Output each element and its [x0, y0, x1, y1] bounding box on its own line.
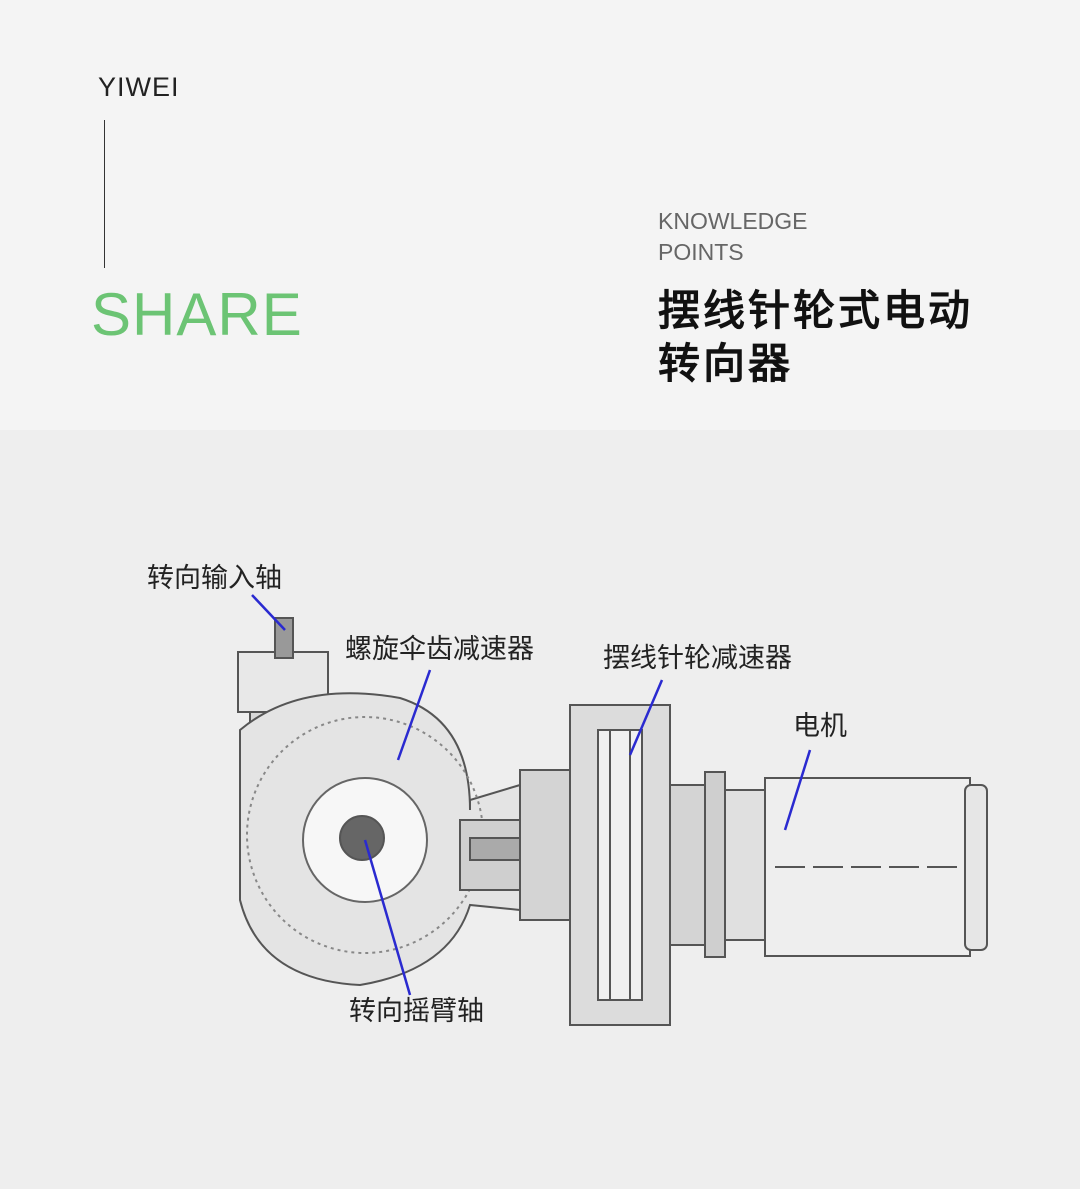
brand-name: YIWEI	[98, 72, 180, 102]
header-panel: YIWEI SHARE KNOWLEDGE POINTS 摆线针轮式电动 转向器	[0, 0, 1080, 430]
label-pitman-shaft: 转向摇臂轴	[349, 996, 484, 1027]
input-shaft	[274, 617, 294, 659]
page-title: 摆线针轮式电动 转向器	[658, 284, 1018, 390]
pitman-shaft-spline	[339, 815, 385, 861]
label-cycloid-reducer: 摆线针轮减速器	[603, 643, 792, 674]
input-shaft-housing	[237, 651, 329, 713]
label-motor: 电机	[793, 711, 847, 742]
kicker-line1: KNOWLEDGE	[658, 208, 808, 234]
kicker: KNOWLEDGE POINTS	[658, 206, 808, 268]
leader-lines	[251, 594, 812, 996]
section-label: SHARE	[91, 281, 303, 348]
label-bevel-reducer: 螺旋伞齿减速器	[345, 634, 534, 665]
label-input-shaft: 转向输入轴	[147, 563, 282, 594]
steering-gear-diagram: 转向输入轴 螺旋伞齿减速器 摆线针轮减速器 电机 转向摇臂轴	[147, 563, 988, 1027]
title-line1: 摆线针轮式电动	[658, 286, 974, 335]
divider-line	[104, 120, 105, 268]
title-line2: 转向器	[658, 339, 794, 388]
housing-drawing	[237, 617, 988, 1026]
kicker-line2: POINTS	[658, 239, 744, 265]
